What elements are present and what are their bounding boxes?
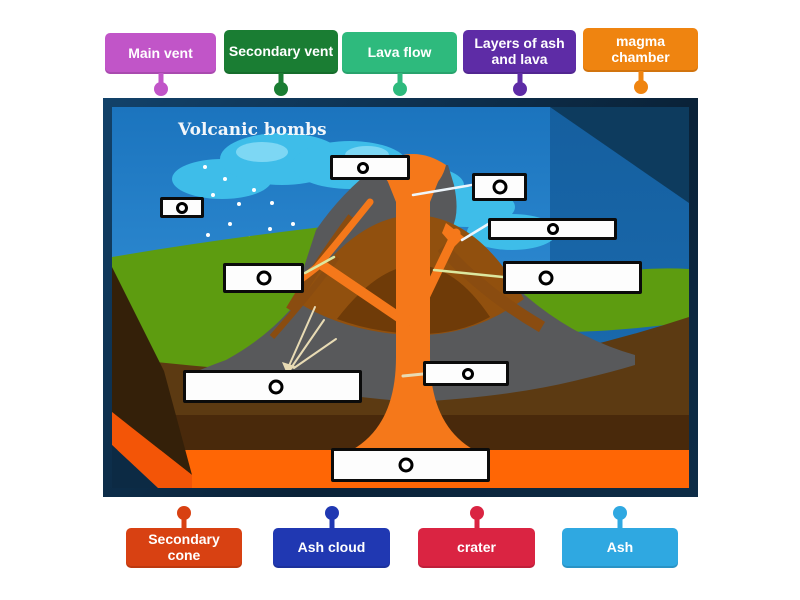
answer-box-1[interactable]: [160, 197, 204, 218]
pin-icon: [392, 73, 407, 98]
arrowhead: [282, 362, 295, 374]
label-chip-text: Ash cloud: [297, 539, 366, 556]
pin-stem: [638, 71, 643, 82]
pin-stem: [278, 73, 284, 84]
pin-dot: [633, 80, 648, 94]
label-chip-text: Ash: [606, 539, 634, 556]
pin-icon: [153, 73, 168, 98]
pin-stem: [181, 518, 187, 529]
answer-box-3[interactable]: [472, 173, 527, 201]
label-chip-crater[interactable]: crater: [418, 506, 535, 568]
pin-dot: [392, 82, 407, 96]
answer-box-5[interactable]: [503, 261, 642, 294]
answer-box-8[interactable]: [423, 361, 509, 386]
drop-circle: [356, 161, 369, 174]
pin-dot: [469, 506, 484, 520]
drop-circle: [546, 223, 559, 235]
pin-icon: [512, 73, 527, 98]
label-chip-text: Secondary vent: [228, 43, 334, 60]
pin-icon: [324, 504, 339, 529]
sky-shadow-wedge: [550, 107, 689, 203]
connector-lines: [287, 183, 505, 378]
line-lava-flow: [303, 255, 336, 275]
label-chip-text: Secondary cone: [148, 531, 220, 563]
answer-box-2[interactable]: [330, 155, 410, 180]
diagram-scene: Volcanic bombs: [103, 98, 698, 497]
pin-stem: [617, 518, 623, 529]
label-chip-ash-cloud[interactable]: Ash cloud: [273, 506, 390, 568]
line-layers-1: [287, 306, 316, 369]
line-secondary-cone: [460, 221, 492, 242]
pin-dot: [613, 506, 627, 520]
drop-circle: [256, 270, 271, 286]
label-chip-text: crater: [457, 539, 496, 556]
line-crater: [411, 183, 474, 197]
label-chip-lava-flow[interactable]: Lava flow: [342, 32, 457, 96]
pin-icon: [633, 71, 648, 96]
line-layers-2: [290, 319, 325, 369]
label-chip-layers-of-ash-and-lava[interactable]: Layers of ash and lava: [463, 30, 576, 96]
secondary-vent-right: [413, 228, 461, 317]
drop-circle: [538, 270, 554, 285]
pin-icon: [177, 504, 191, 529]
pin-dot: [177, 506, 191, 520]
answer-box-9[interactable]: [331, 448, 490, 482]
label-chip-text: Lava flow: [367, 44, 432, 61]
cutaway-background-corner: [112, 445, 158, 488]
drop-circle: [176, 201, 188, 214]
pin-stem: [158, 73, 163, 84]
pin-dot: [512, 82, 527, 96]
pin-stem: [329, 518, 334, 529]
pin-stem: [474, 518, 479, 529]
drop-circle: [268, 379, 284, 394]
main-vent-pipe: [352, 192, 474, 450]
pin-dot: [153, 82, 168, 96]
line-layers-3: [293, 338, 337, 369]
label-chip-secondary-cone[interactable]: Secondary cone: [126, 506, 242, 568]
layer-arc-3: [437, 243, 546, 333]
label-chip-text: magma chamber: [611, 33, 670, 65]
label-chip-magma-chamber[interactable]: magma chamber: [583, 28, 698, 94]
label-chip-text: Main vent: [128, 44, 193, 61]
line-secondary-vent: [432, 268, 505, 279]
scene-caption: Volcanic bombs: [177, 120, 327, 140]
pin-icon: [613, 504, 627, 529]
drop-circle: [462, 367, 475, 380]
secondary-vent-left: [317, 260, 411, 327]
layer-arc-2: [269, 255, 340, 339]
pin-dot: [324, 506, 339, 520]
drop-circle: [398, 457, 414, 473]
cutaway-side-face: [112, 267, 192, 475]
answer-box-4[interactable]: [488, 218, 617, 240]
answer-box-6[interactable]: [223, 263, 304, 293]
diagram-canvas: Volcanic bombs: [112, 107, 689, 488]
pin-dot: [274, 82, 288, 96]
secondary-cone-vent-exit: [442, 223, 464, 247]
pin-icon: [274, 73, 288, 98]
label-chip-main-vent[interactable]: Main vent: [105, 33, 216, 96]
line-main-vent: [401, 372, 425, 378]
answer-box-7[interactable]: [183, 370, 362, 403]
label-chip-secondary-vent[interactable]: Secondary vent: [224, 30, 338, 96]
pin-icon: [469, 504, 484, 529]
cutaway-magma-edge: [112, 412, 192, 488]
label-chip-ash[interactable]: Ash: [562, 506, 678, 568]
drop-circle: [492, 179, 507, 195]
pin-stem: [517, 73, 522, 84]
pin-stem: [397, 73, 402, 84]
label-chip-text: Layers of ash and lava: [474, 35, 565, 67]
